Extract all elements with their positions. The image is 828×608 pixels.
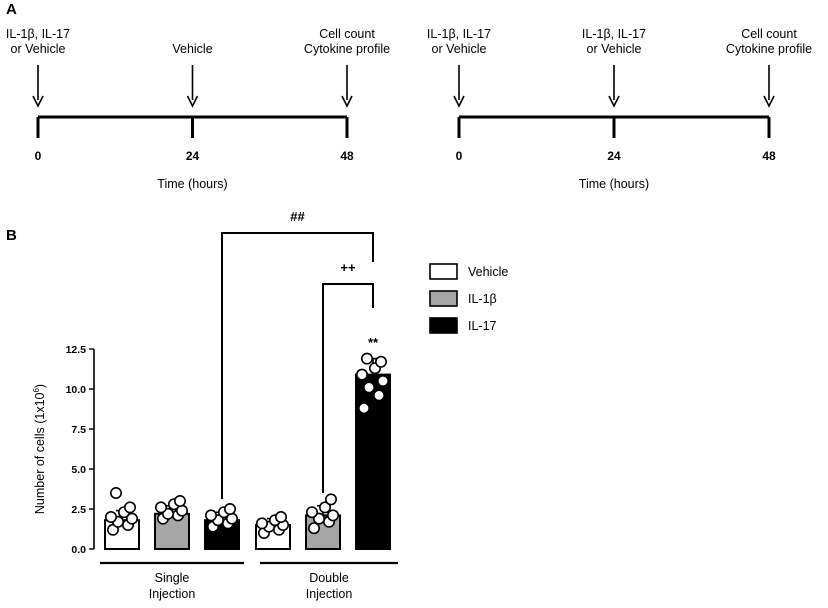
down-arrow-icon <box>341 95 353 108</box>
legend-label: Vehicle <box>468 265 508 279</box>
data-point <box>205 509 218 522</box>
event-label: Cytokine profile <box>726 42 812 56</box>
y-tick-label: 2.5 <box>71 504 86 516</box>
time-tick-label: 48 <box>762 149 776 163</box>
y-axis-label-close: ) <box>33 384 47 388</box>
time-tick-label: 24 <box>607 149 621 163</box>
data-point <box>357 402 370 415</box>
event-label: or Vehicle <box>587 42 642 56</box>
data-point <box>274 510 287 523</box>
legend-swatch <box>429 290 458 307</box>
event-label: or Vehicle <box>11 42 66 56</box>
data-point <box>126 512 139 525</box>
panel-b-label: B <box>6 227 17 244</box>
time-axis-label: Time (hours) <box>157 177 227 191</box>
data-point <box>255 517 268 530</box>
legend-label: IL-17 <box>468 319 497 333</box>
data-point <box>376 374 389 387</box>
down-arrow-icon <box>608 95 620 108</box>
time-tick-label: 48 <box>340 149 354 163</box>
event-label: Vehicle <box>172 42 212 56</box>
data-point <box>374 355 387 368</box>
data-point <box>326 509 339 522</box>
panel-a-label: A <box>6 1 17 18</box>
data-point <box>124 501 137 514</box>
data-point <box>360 352 373 365</box>
significance-double-star: ** <box>368 335 379 350</box>
event-label: or Vehicle <box>432 42 487 56</box>
event-label: IL-1β, IL-17 <box>427 27 491 41</box>
event-label: IL-1β, IL-17 <box>582 27 646 41</box>
time-tick-label: 0 <box>35 149 42 163</box>
data-point <box>324 493 337 506</box>
data-point <box>362 381 375 394</box>
down-arrow-icon <box>453 95 465 108</box>
group-label: Injection <box>306 587 353 601</box>
significance-double-plus: ++ <box>340 260 356 275</box>
data-point <box>105 510 118 523</box>
group-label: Single <box>155 571 190 585</box>
data-point <box>372 389 385 402</box>
y-tick-label: 0.0 <box>71 544 86 556</box>
y-axis-label: Number of cells (1x106) <box>32 384 47 514</box>
time-tick-label: 0 <box>456 149 463 163</box>
event-label: IL-1β, IL-17 <box>6 27 70 41</box>
bar <box>355 373 391 550</box>
time-axis-label: Time (hours) <box>579 177 649 191</box>
group-label: Injection <box>149 587 196 601</box>
legend-label: IL-1β <box>468 292 497 306</box>
legend-swatch <box>429 263 458 280</box>
event-label: Cell count <box>741 27 797 41</box>
data-point <box>155 501 168 514</box>
y-tick-label: 10.0 <box>66 384 87 396</box>
y-tick-label: 5.0 <box>71 464 86 476</box>
y-axis-label-sup: 6 <box>32 388 41 393</box>
bracket-plus <box>322 283 374 493</box>
data-point <box>305 506 318 519</box>
data-point <box>174 494 187 507</box>
y-tick-label: 12.5 <box>66 344 87 356</box>
event-label: Cytokine profile <box>304 42 390 56</box>
data-point <box>355 368 368 381</box>
data-point <box>224 502 237 515</box>
bracket-hash <box>221 232 374 499</box>
data-point <box>318 501 331 514</box>
down-arrow-icon <box>186 95 199 108</box>
legend-swatch <box>429 317 458 334</box>
y-axis-label-main: Number of cells (1x10 <box>33 392 47 514</box>
significance-double-hash: ## <box>290 209 305 224</box>
data-point <box>307 522 320 535</box>
bar <box>154 512 190 550</box>
event-label: Cell count <box>319 27 375 41</box>
down-arrow-icon <box>32 95 44 108</box>
y-tick-label: 7.5 <box>71 424 86 436</box>
time-tick-label: 24 <box>186 149 200 163</box>
group-label: Double <box>309 571 349 585</box>
down-arrow-icon <box>763 95 775 108</box>
data-point <box>110 486 123 499</box>
